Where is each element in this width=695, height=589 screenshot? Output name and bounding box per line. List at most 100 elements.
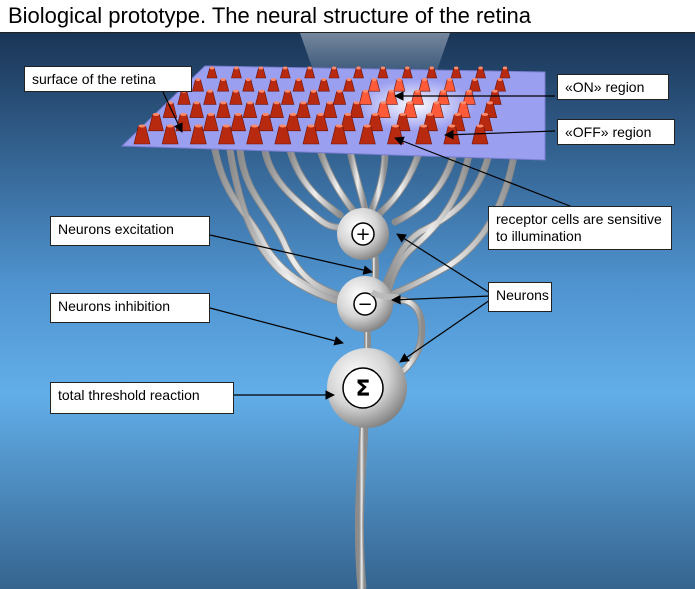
receptor-cone-tip — [406, 101, 414, 105]
receptor-cone-tip — [246, 101, 254, 105]
receptor-cone-tip — [289, 112, 297, 116]
receptor-cone — [368, 79, 381, 92]
receptor-cone — [302, 125, 320, 145]
receptor-cone — [269, 102, 284, 118]
receptor-cone-tip — [220, 78, 226, 82]
receptor-cone-tip — [440, 89, 446, 93]
receptor-cone-tip — [421, 78, 428, 82]
receptor-cone-tip — [195, 78, 201, 82]
receptor-cone-tip — [207, 89, 213, 93]
receptor-cone-tip — [335, 124, 343, 128]
receptor-cone — [189, 102, 204, 118]
receptor-cone — [377, 67, 389, 79]
receptor-cone-tip — [454, 112, 461, 116]
label-excitation: Neurons excitation — [50, 216, 210, 246]
receptor-cone — [133, 125, 151, 145]
receptor-cone-tip — [326, 101, 334, 105]
receptor-cone-tip — [362, 89, 369, 93]
receptor-cone-tip — [310, 89, 317, 93]
receptor-cone-tip — [433, 101, 440, 105]
receptor-cone — [330, 125, 348, 145]
receptor-cone-tip — [336, 89, 343, 93]
receptor-cone — [358, 90, 373, 105]
label-off-region: «OFF» region — [557, 119, 675, 145]
nerve-fibers — [211, 146, 519, 379]
receptor-cone — [443, 79, 456, 92]
receptor-cone-tip — [478, 66, 483, 70]
receptor-cone-tip — [273, 101, 280, 105]
receptor-cone-tip — [258, 89, 265, 93]
receptor-cone-tip — [447, 78, 453, 82]
receptor-cone-tip — [502, 66, 508, 70]
receptor-cone-tip — [166, 124, 174, 128]
receptor-cone-tip — [283, 66, 288, 70]
minus-symbol: − — [357, 294, 372, 315]
receptor-cone — [340, 114, 356, 132]
receptor-cone-tip — [414, 89, 421, 93]
receptor-cone — [192, 79, 204, 92]
inhibition-neuron: − — [337, 276, 393, 332]
label-receptor-cells: receptor cells are sensitive to illumina… — [488, 206, 672, 250]
sigma-symbol: Σ — [355, 377, 370, 402]
receptor-cone-tip — [222, 124, 231, 128]
receptor-cone-tip — [396, 78, 402, 82]
label-on-region: «ON» region — [557, 74, 669, 100]
receptor-cone-tip — [220, 101, 227, 105]
label-inhibition: Neurons inhibition — [50, 293, 210, 323]
annotation-arrows — [161, 89, 576, 400]
receptor-cone — [148, 114, 164, 132]
receptor-cone-tip — [380, 101, 387, 105]
receptor-cone-tip — [258, 66, 264, 70]
receptor-cone-tip — [180, 112, 187, 116]
receptor-cone-tip — [245, 78, 251, 82]
receptor-cone-tip — [317, 112, 324, 116]
excitation-neuron: + — [337, 208, 389, 260]
receptor-cone — [450, 67, 462, 79]
receptor-cone — [415, 125, 433, 145]
receptor-cone-tip — [331, 66, 337, 70]
receptor-cone — [230, 114, 247, 132]
receptor-cone-tip — [233, 89, 239, 93]
receptor-cone — [292, 79, 305, 92]
receptor-cone-tip — [371, 78, 377, 82]
receptor-cone-tip — [321, 78, 327, 82]
receptor-cone-tip — [356, 66, 361, 70]
receptor-cone — [349, 102, 364, 118]
receptor-cone-tip — [372, 112, 379, 116]
receptor-cone-tip — [152, 112, 160, 116]
receptor-cone — [203, 90, 217, 105]
receptor-cone-tip — [391, 124, 400, 128]
receptor-cone — [281, 90, 295, 105]
receptor-cone-tip — [472, 78, 478, 82]
summation-neuron: Σ — [327, 348, 407, 428]
receptor-cone-tip — [234, 112, 242, 116]
receptor-cone-tip — [399, 112, 407, 116]
receptor-cone — [471, 125, 489, 145]
receptor-cone-tip — [426, 112, 434, 116]
receptor-cone-tip — [420, 124, 428, 128]
receptor-cone-tip — [207, 112, 215, 116]
page-title: Biological prototype. The neural structu… — [8, 3, 532, 28]
receptor-cone — [332, 90, 347, 105]
receptor-cone-tip — [307, 124, 315, 128]
receptor-cone — [217, 79, 230, 92]
receptor-cone — [218, 125, 235, 145]
receptor-cone-tip — [346, 78, 352, 82]
receptor-cone-tip — [270, 78, 277, 82]
receptor-cone-tip — [380, 66, 386, 70]
receptor-cone-tip — [466, 89, 472, 93]
plus-symbol: + — [355, 224, 370, 245]
receptor-cone-tip — [262, 112, 269, 116]
receptor-cone — [304, 67, 316, 79]
receptor-cone-tip — [284, 89, 291, 93]
receptor-cone-tip — [251, 124, 259, 128]
receptor-cone — [246, 125, 264, 145]
title-bar: Biological prototype. The neural structu… — [0, 0, 695, 33]
receptor-cone-tip — [448, 124, 456, 128]
receptor-cone-tip — [429, 66, 434, 70]
receptor-cone — [257, 114, 274, 132]
receptor-cone-tip — [194, 124, 202, 128]
receptor-cone-tip — [193, 101, 200, 105]
receptor-cone-tip — [460, 101, 467, 105]
receptor-cone — [231, 67, 242, 79]
